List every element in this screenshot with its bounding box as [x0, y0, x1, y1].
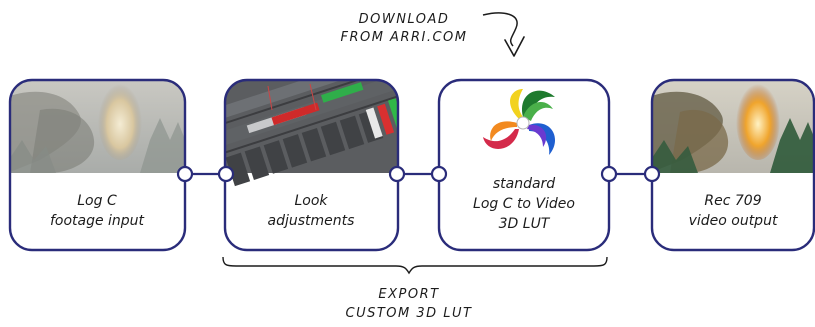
box-2-label-line-2: adjustments: [268, 213, 355, 229]
download-arrowhead-icon: [504, 36, 525, 57]
port-box-4-in: [643, 165, 661, 183]
balloon-rec709-image: [652, 80, 814, 173]
box-1-label-line-2: footage input: [50, 213, 145, 229]
balloon-log-image: [10, 80, 185, 173]
box-4-label-line-2: video output: [689, 213, 778, 229]
box-look-adjustments: Look adjustments: [223, 78, 400, 252]
top-note: DOWNLOAD FROM ARRI.COM: [340, 12, 525, 57]
box-3-label-line-2: Log C to Video: [473, 196, 575, 212]
top-note-line-1: DOWNLOAD: [359, 12, 450, 27]
bottom-note-line-1: EXPORT: [378, 287, 439, 302]
bottom-note: EXPORT CUSTOM 3D LUT: [346, 287, 473, 321]
bottom-note-line-2: CUSTOM 3D LUT: [346, 306, 473, 321]
box-log-c-input: Log C footage input: [8, 78, 187, 252]
top-note-line-2: FROM ARRI.COM: [340, 30, 467, 45]
port-box-2-out: [388, 165, 406, 183]
port-box-3-in: [430, 165, 448, 183]
port-box-1-out: [176, 165, 194, 183]
lut-logo-icon: [483, 89, 556, 155]
box-4-label-line-1: Rec 709: [704, 193, 761, 209]
port-box-2-in: [217, 165, 235, 183]
box-rec709-output: Rec 709 video output: [650, 78, 815, 252]
box-3-label-line-1: standard: [493, 176, 555, 192]
box-2-label-line-1: Look: [294, 193, 328, 209]
grading-ui-image: [225, 80, 398, 187]
port-box-3-out: [600, 165, 618, 183]
box-standard-lut: standard Log C to Video 3D LUT: [437, 78, 611, 252]
box-3-label-line-3: 3D LUT: [499, 216, 551, 232]
download-arrow-icon: [482, 12, 518, 47]
export-brace: [222, 256, 608, 275]
box-1-label-line-1: Log C: [77, 193, 117, 209]
